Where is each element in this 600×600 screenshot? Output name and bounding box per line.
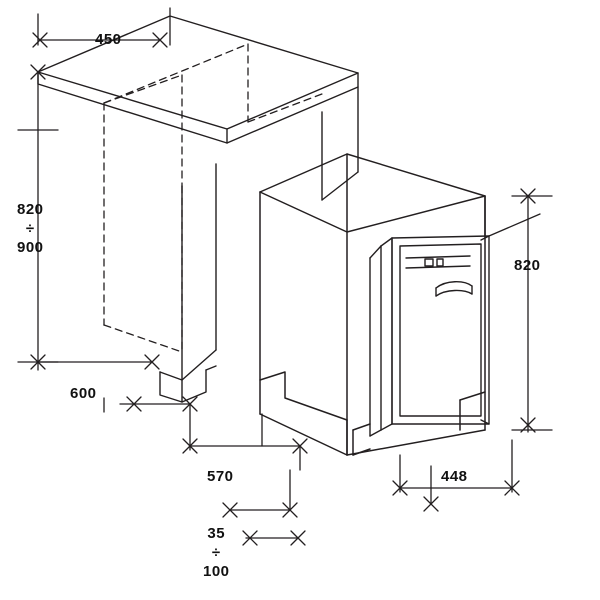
dimension-label-appliance-width: 448 bbox=[441, 468, 468, 485]
dishwasher-door-open bbox=[369, 235, 490, 437]
dimension-label-plinth-height-range: 35 ÷ 100 bbox=[203, 525, 230, 580]
dimension-lines bbox=[17, 7, 553, 546]
hidden-cabinet-edges bbox=[103, 43, 323, 353]
dimension-label-niche-width: 570 bbox=[207, 468, 234, 485]
dimension-label-worktop-depth: 450 bbox=[95, 31, 122, 48]
dimension-label-appliance-height: 820 bbox=[514, 257, 541, 274]
dimension-label-niche-depth: 600 bbox=[70, 385, 97, 402]
cabinet-outline bbox=[37, 15, 359, 403]
dimension-label-cabinet-height-range: 820 ÷ 900 bbox=[17, 201, 44, 256]
dishwasher-body bbox=[259, 153, 486, 456]
